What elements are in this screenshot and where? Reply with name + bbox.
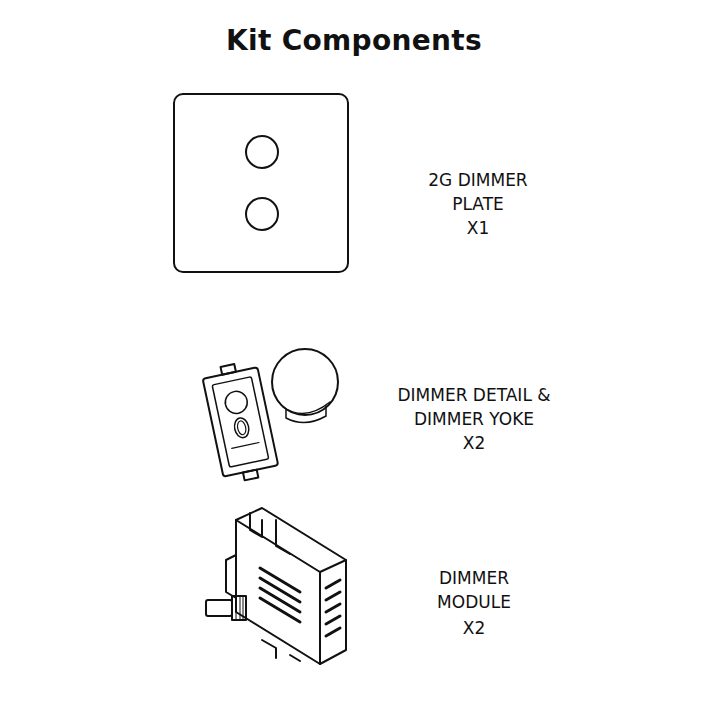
part-name: 2G DIMMER PLATE (413, 168, 543, 216)
plate-hole (246, 136, 278, 168)
quantity: X2 (434, 431, 514, 455)
part-name: DIMMER MODULE (419, 566, 529, 614)
quantity: X2 (434, 616, 514, 640)
dimmer-module (206, 508, 346, 664)
diagram-title: Kit Components (104, 24, 604, 57)
dimmer-knob (272, 349, 338, 423)
plate-hole (246, 198, 278, 230)
dimmer-plate (174, 94, 348, 272)
part-name: DIMMER DETAIL & DIMMER YOKE (388, 383, 560, 431)
quantity: X1 (438, 216, 518, 240)
dimmer-yoke (201, 359, 280, 484)
